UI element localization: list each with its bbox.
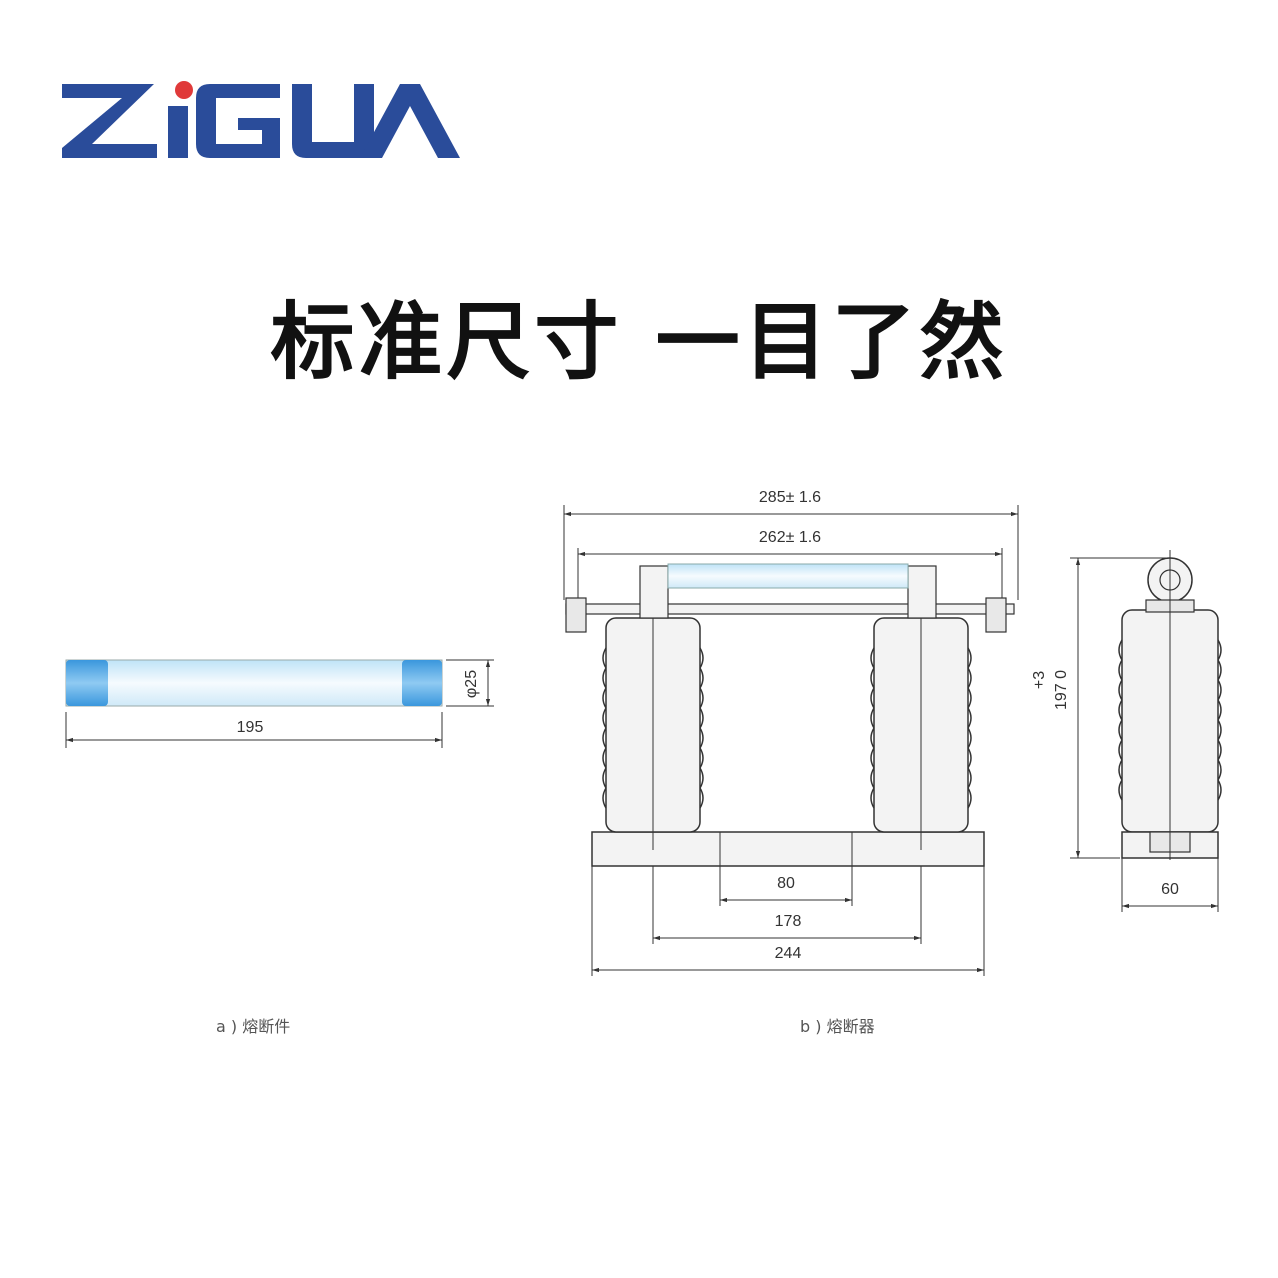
contact-bar (565, 603, 1015, 615)
base-plate (591, 831, 985, 867)
dim-side-width: 60 (1161, 881, 1179, 898)
fuse-diameter-label: φ25 (463, 670, 480, 698)
fuse-tube (65, 659, 443, 707)
fuse-link-drawing: 195 φ25 (65, 659, 494, 748)
dim-contact-span: 262± 1.6 (759, 529, 821, 546)
dim-178: 178 (775, 913, 802, 930)
fuse-holder-drawing: 285± 1.6 262± 1.6 80 178 244 (563, 489, 1019, 976)
dim-height-tolerance: +3 (1031, 671, 1048, 689)
dim-overall-length: 285± 1.6 (759, 489, 821, 506)
side-view-drawing: +3 197 0 60 (1031, 550, 1222, 912)
dim-height-main: 197 0 (1053, 670, 1070, 710)
holder-fuse-tube (667, 563, 909, 589)
caption-b: b ) 熔断器 (800, 1017, 875, 1036)
insulator-right (870, 600, 972, 850)
fuse-length-label: 195 (237, 719, 264, 736)
fuse-cap-right (402, 660, 442, 706)
brand-logo (62, 81, 460, 158)
dim-244: 244 (775, 945, 802, 962)
headline: 标准尺寸 一目了然 (270, 293, 1008, 391)
fuse-cap-left (66, 660, 108, 706)
caption-a: a ) 熔断件 (216, 1017, 290, 1036)
dim-80: 80 (777, 875, 795, 892)
insulator-left (602, 600, 704, 850)
